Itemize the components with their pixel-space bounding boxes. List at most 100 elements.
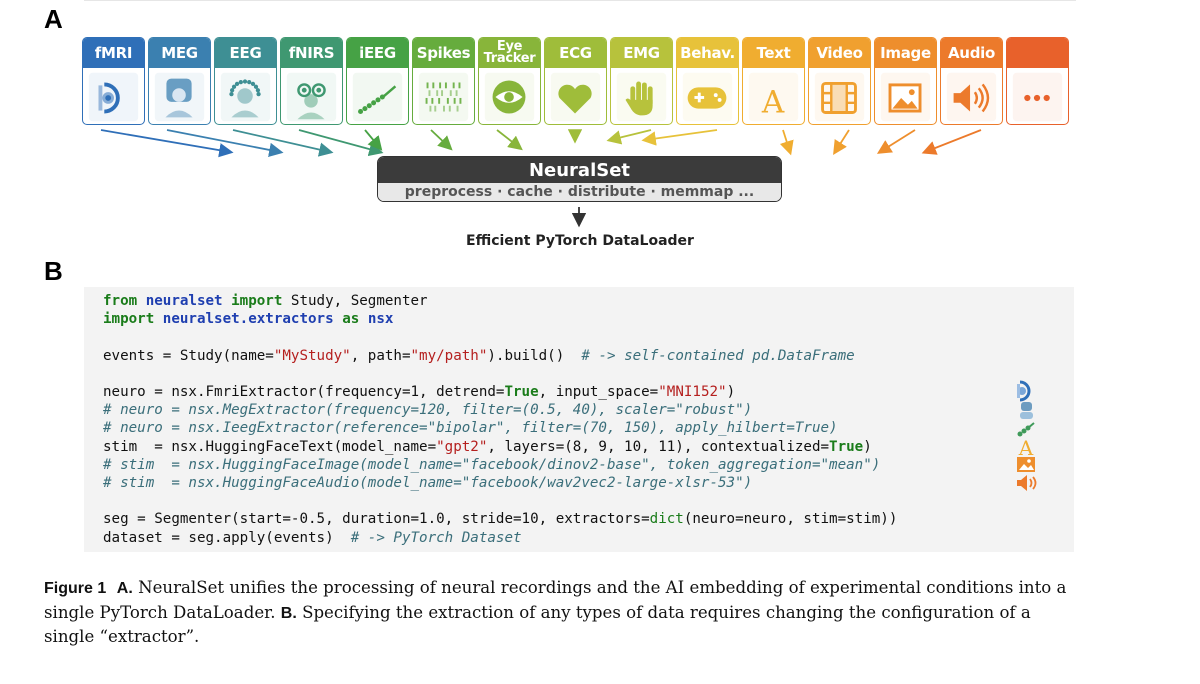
code-text-run: ) xyxy=(863,438,872,455)
modality-label: iEEG xyxy=(347,38,408,68)
modality-tile: Video xyxy=(808,37,871,125)
speaker-icon xyxy=(1017,475,1037,491)
panel-label-a: A xyxy=(44,4,63,34)
code-text-run: , path= xyxy=(350,347,411,364)
code-comment: # -> self-contained pd.DataFrame xyxy=(581,347,855,364)
code-string: "MNI152" xyxy=(658,384,727,401)
modality-label: Image xyxy=(875,38,936,68)
code-bool: True xyxy=(504,384,539,401)
fnirs-head-icon xyxy=(281,68,342,124)
code-string: "my/path" xyxy=(410,347,488,364)
code-keyword: from xyxy=(103,293,138,309)
eeg-head-icon xyxy=(215,68,276,124)
modality-tile: Image xyxy=(874,37,937,125)
modality-label: EEG xyxy=(215,38,276,68)
code-text-run: stim = nsx.HuggingFaceText(model_name= xyxy=(103,438,437,455)
code-keyword: import xyxy=(231,293,283,309)
modality-arrow xyxy=(232,129,334,157)
code-bool: True xyxy=(829,438,864,455)
modality-label: fMRI xyxy=(83,38,144,68)
modality-arrow xyxy=(364,129,383,151)
code-text-run: , layers=(8, 9, 10, 11), contextualized= xyxy=(487,438,830,455)
fmri-icon xyxy=(1017,380,1031,402)
neuralset-title: NeuralSet xyxy=(378,157,781,183)
modality-arrow xyxy=(606,129,652,145)
code-text-run: seg = Segmenter(start=-0.5, duration=1.0… xyxy=(103,511,650,528)
code-comment: # stim = nsx.HuggingFaceAudio(model_name… xyxy=(103,475,753,492)
film-icon xyxy=(809,68,870,124)
code-module: neuralset xyxy=(145,293,223,309)
fmri-icon xyxy=(83,68,144,124)
spikes-raster-icon xyxy=(413,68,474,124)
code-builtin: dict xyxy=(649,511,684,528)
modality-arrow xyxy=(833,129,850,156)
image-icon xyxy=(1017,457,1035,472)
caption-b-text: Specifying the extraction of any types o… xyxy=(44,602,1031,647)
modality-tile: Behav. xyxy=(676,37,739,125)
modality-tile: EMG xyxy=(610,37,673,125)
heart-icon xyxy=(545,68,606,124)
neuralset-subtitle: preprocess · cache · distribute · memmap… xyxy=(378,183,781,201)
side-icon-column: A xyxy=(1017,380,1037,491)
top-rule xyxy=(84,0,1076,1)
code-keyword: import xyxy=(103,311,155,328)
caption-b-label: B. xyxy=(280,604,297,622)
code-module: nsx xyxy=(367,311,394,328)
meg-head-icon xyxy=(149,68,210,124)
svg-text:A: A xyxy=(761,84,785,120)
code-text-run: ) xyxy=(726,384,736,401)
code-comment: # -> PyTorch Dataset xyxy=(350,529,522,546)
code-text-run: , input_space= xyxy=(538,384,659,401)
gamepad-icon xyxy=(677,68,738,124)
code-keyword: as xyxy=(342,311,360,328)
modality-arrow xyxy=(779,129,794,156)
code-module: neuralset.extractors xyxy=(162,311,334,328)
panel-label-b: B xyxy=(44,256,63,286)
dataloader-label: Efficient PyTorch DataLoader xyxy=(466,233,694,249)
image-icon xyxy=(875,68,936,124)
code-text-run: neuro = nsx.FmriExtractor(frequency=1, d… xyxy=(103,384,505,401)
modality-label: Text xyxy=(743,38,804,68)
ieeg-electrode-icon xyxy=(347,68,408,124)
modality-label: Video xyxy=(809,38,870,68)
neuralset-box: NeuralSet preprocess · cache · distribut… xyxy=(377,156,782,202)
modality-arrow xyxy=(298,129,384,157)
modality-label xyxy=(1007,38,1068,68)
code-text-run: dataset = seg.apply(events) xyxy=(103,529,351,546)
modality-tile: ECG xyxy=(544,37,607,125)
caption-a-label: A. xyxy=(116,580,133,597)
modality-tile: fMRI xyxy=(82,37,145,125)
modality-label: Spikes xyxy=(413,38,474,68)
modality-tile: Spikes xyxy=(412,37,475,125)
modality-label: EMG xyxy=(611,38,672,68)
meg-head-icon xyxy=(1020,402,1033,419)
speaker-icon xyxy=(941,68,1002,124)
svg-text:A: A xyxy=(1018,436,1034,460)
code-text-run: ).build() xyxy=(487,347,582,364)
code-block: from neuralset import Study, Segmenter i… xyxy=(84,287,1074,552)
code-string: "gpt2" xyxy=(436,438,488,455)
letter-a-icon: A xyxy=(1018,436,1034,460)
code-string: "MyStudy" xyxy=(273,347,351,364)
caption-figure-label: Figure 1 xyxy=(44,580,107,597)
modality-label: Audio xyxy=(941,38,1002,68)
code-comment: # neuro = nsx.MegExtractor(frequency=120… xyxy=(103,402,753,419)
modality-label: Behav. xyxy=(677,38,738,68)
modality-label: MEG xyxy=(149,38,210,68)
modality-label-line: Eye xyxy=(496,39,523,54)
modality-tile xyxy=(1006,37,1069,125)
code-text-run: Study, Segmenter xyxy=(282,293,428,309)
modality-arrow xyxy=(496,129,523,151)
eye-icon xyxy=(479,68,540,124)
code-text: from neuralset import Study, Segmenter i… xyxy=(103,292,897,547)
hand-icon xyxy=(611,68,672,124)
modality-tile: fNIRS xyxy=(280,37,343,125)
more-dots-icon xyxy=(1007,68,1068,124)
modality-tile: iEEG xyxy=(346,37,409,125)
letter-a-icon: A xyxy=(743,68,804,124)
caption-a-text: NeuralSet unifies the processing of neur… xyxy=(44,578,1067,622)
